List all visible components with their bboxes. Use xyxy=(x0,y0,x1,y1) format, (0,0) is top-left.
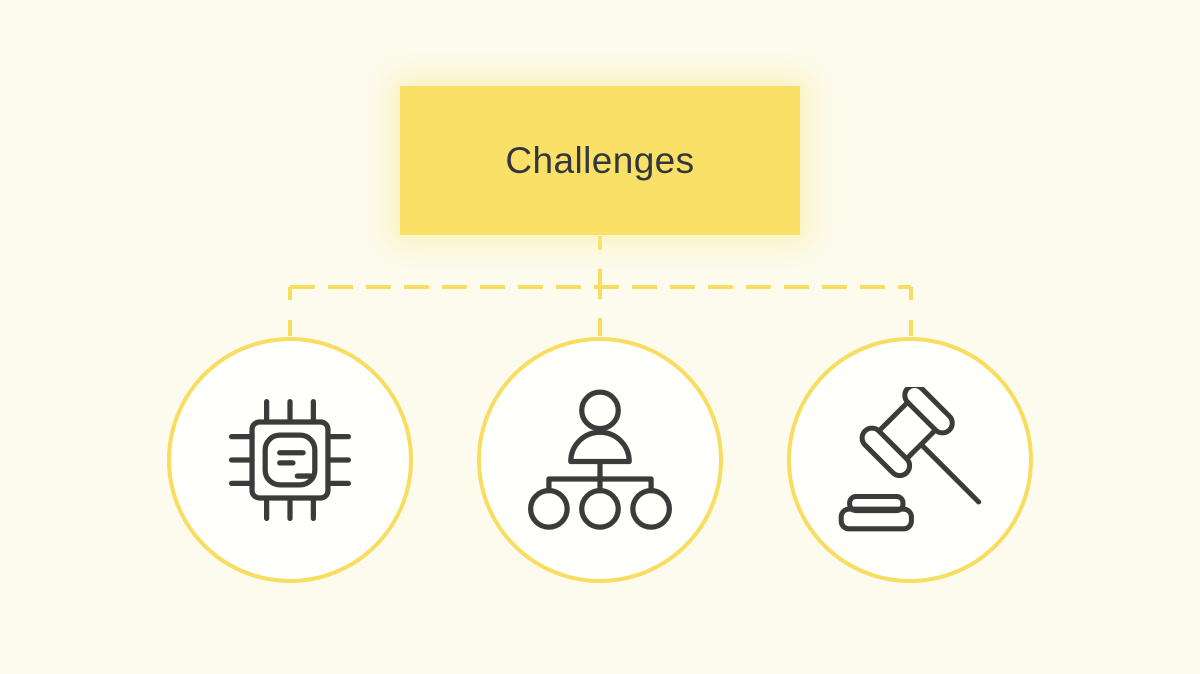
chip-icon xyxy=(228,398,352,522)
node-legal xyxy=(787,337,1033,583)
org-chart-icon xyxy=(528,389,672,530)
challenges-title: Challenges xyxy=(505,139,695,181)
node-technology xyxy=(167,337,413,583)
gavel-icon xyxy=(838,387,982,532)
node-organization xyxy=(477,337,723,583)
challenges-box: Challenges xyxy=(400,86,800,235)
